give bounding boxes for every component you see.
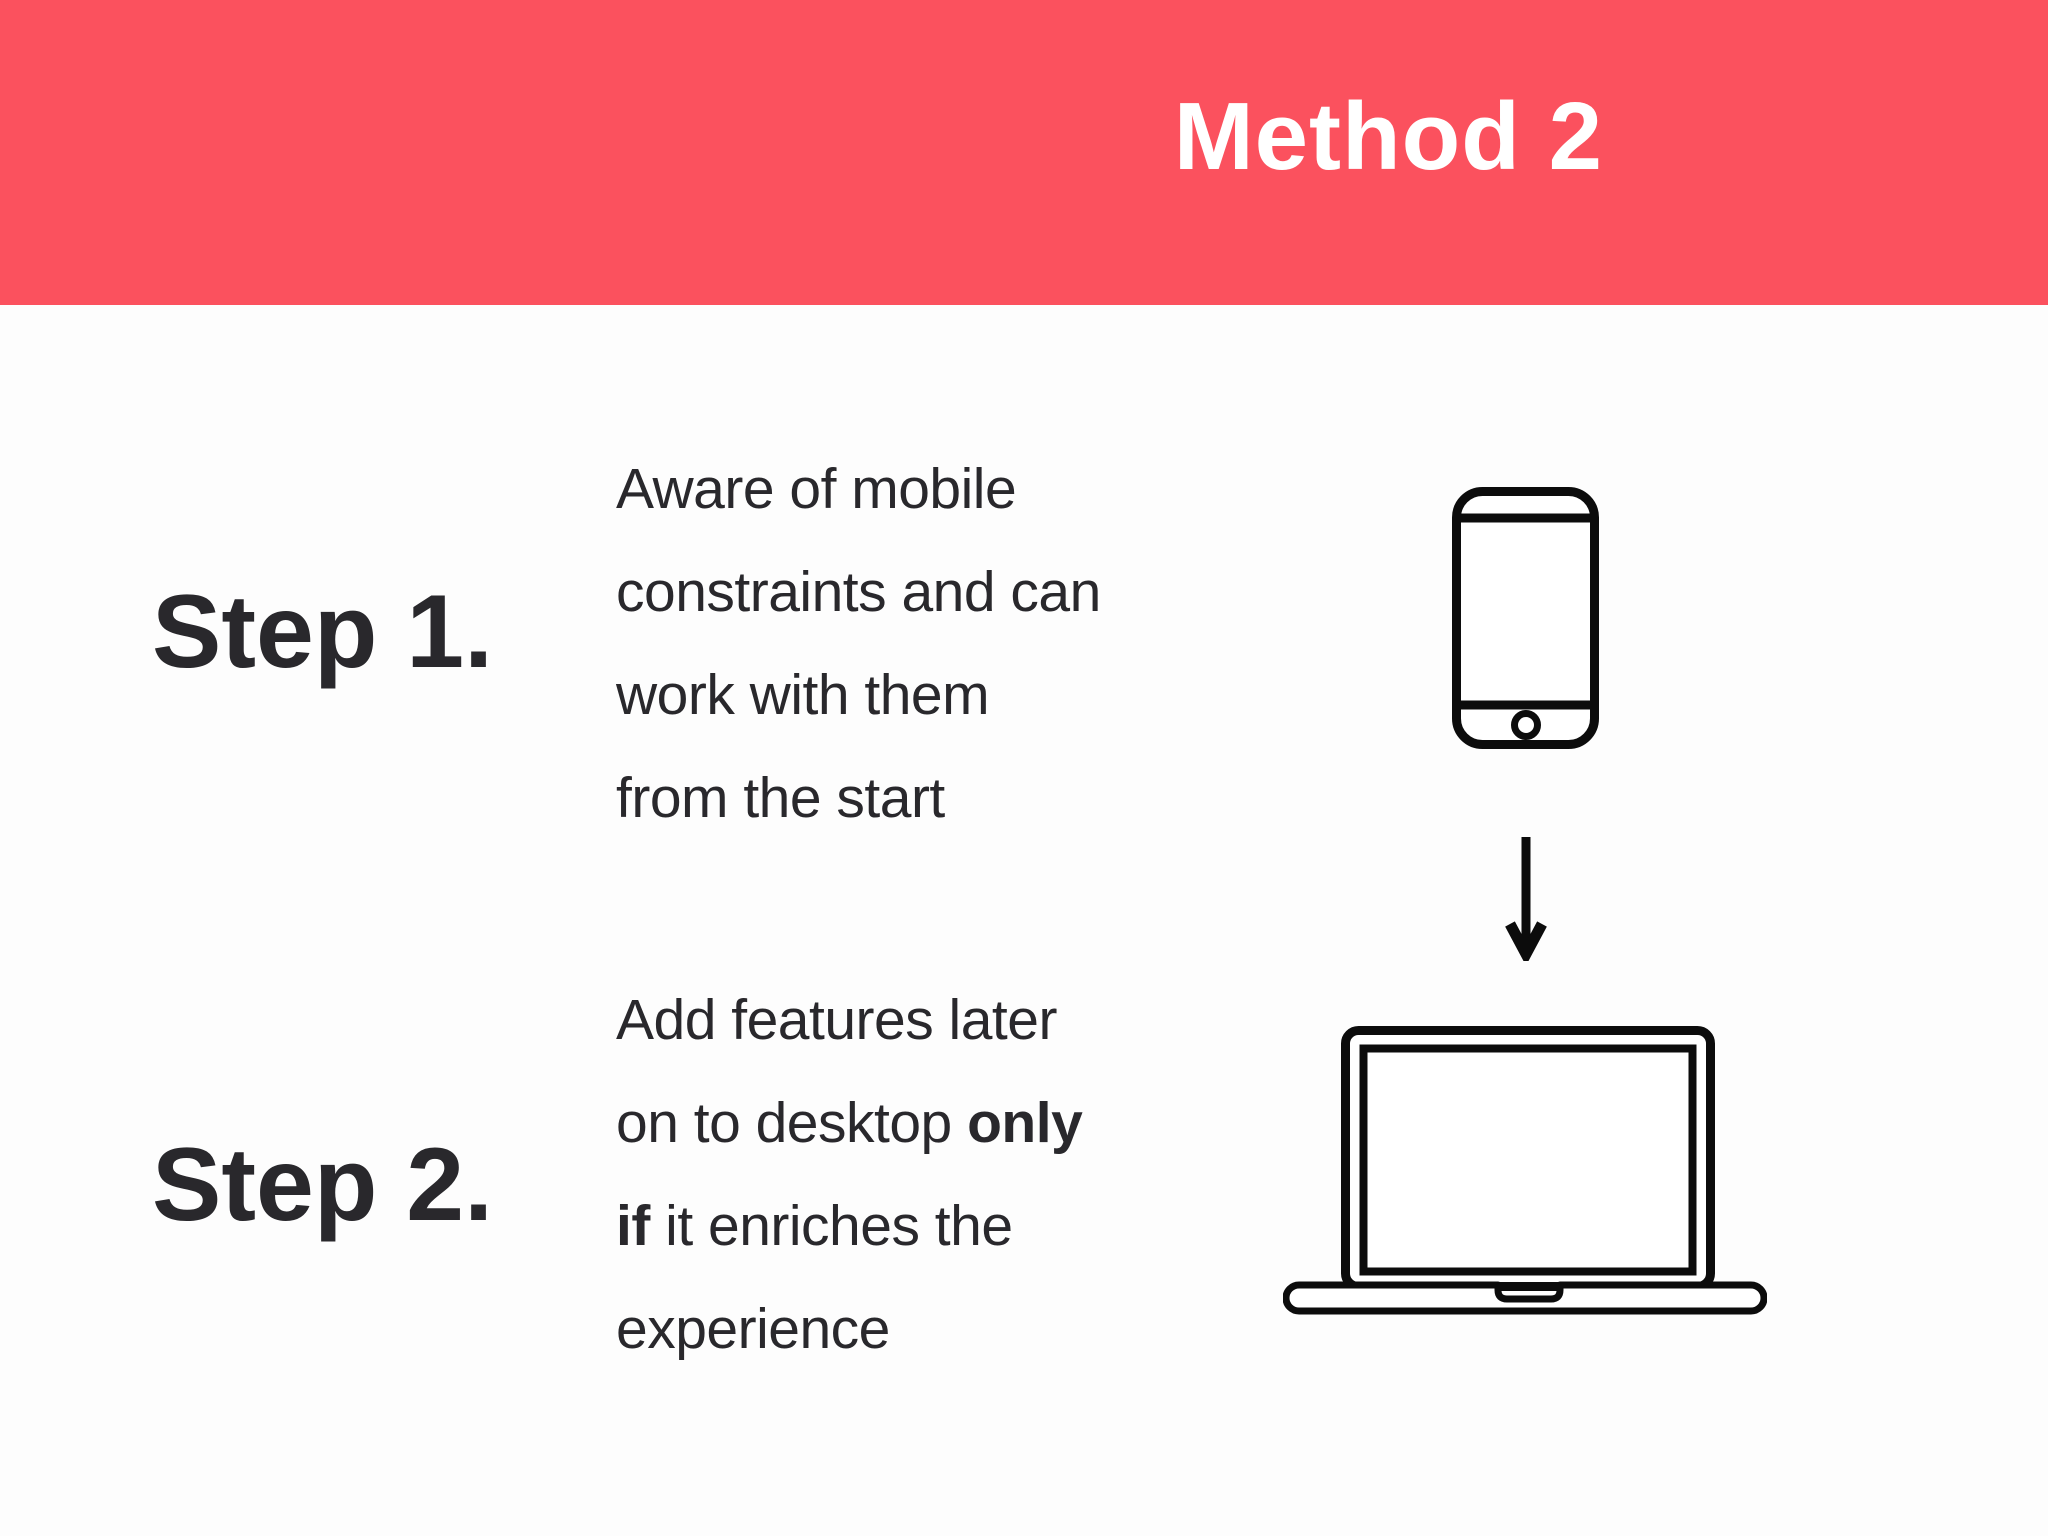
description-line: Add features later <box>616 969 1436 1072</box>
header-band: Method 2 <box>0 0 2048 305</box>
description-segment: work with them <box>616 663 990 727</box>
down-arrow-icon <box>1504 835 1548 966</box>
phone-body <box>1452 487 1599 749</box>
phone-home-button <box>1511 710 1541 740</box>
step-2-label: Step 2. <box>152 1127 493 1243</box>
page-title: Method 2 <box>1173 83 1603 190</box>
description-segment-bold: if <box>616 1194 650 1258</box>
step-1-description: Aware of mobile constraints and can work w… <box>616 438 1436 850</box>
description-line: from the start <box>616 747 1436 850</box>
description-line: Aware of mobile <box>616 438 1436 541</box>
step-1-label: Step 1. <box>152 574 493 690</box>
description-segment: constraints and can <box>616 560 1101 624</box>
laptop-icon-svg <box>1282 1026 1768 1315</box>
smartphone-icon-svg <box>1452 487 1599 749</box>
description-line: work with them <box>616 644 1436 747</box>
laptop-icon <box>1282 1026 1768 1323</box>
laptop-screen <box>1359 1044 1697 1276</box>
description-segment: from the start <box>616 766 945 830</box>
description-segment: Aware of mobile <box>616 457 1017 521</box>
smartphone-icon <box>1452 487 1599 754</box>
description-segment: it enriches the <box>649 1194 1013 1258</box>
down-arrow-icon-svg <box>1505 837 1547 966</box>
description-line: experience <box>616 1278 1436 1381</box>
description-line: constraints and can <box>616 541 1436 644</box>
description-segment: experience <box>616 1297 890 1361</box>
laptop-base <box>1282 1281 1768 1315</box>
description-segment-bold: only <box>967 1091 1083 1155</box>
description-line: on to desktop only <box>616 1072 1436 1175</box>
arrow-head <box>1505 921 1547 966</box>
description-line: if it enriches the <box>616 1175 1436 1278</box>
description-segment: Add features later <box>616 988 1057 1052</box>
description-segment: on to desktop <box>616 1091 968 1155</box>
